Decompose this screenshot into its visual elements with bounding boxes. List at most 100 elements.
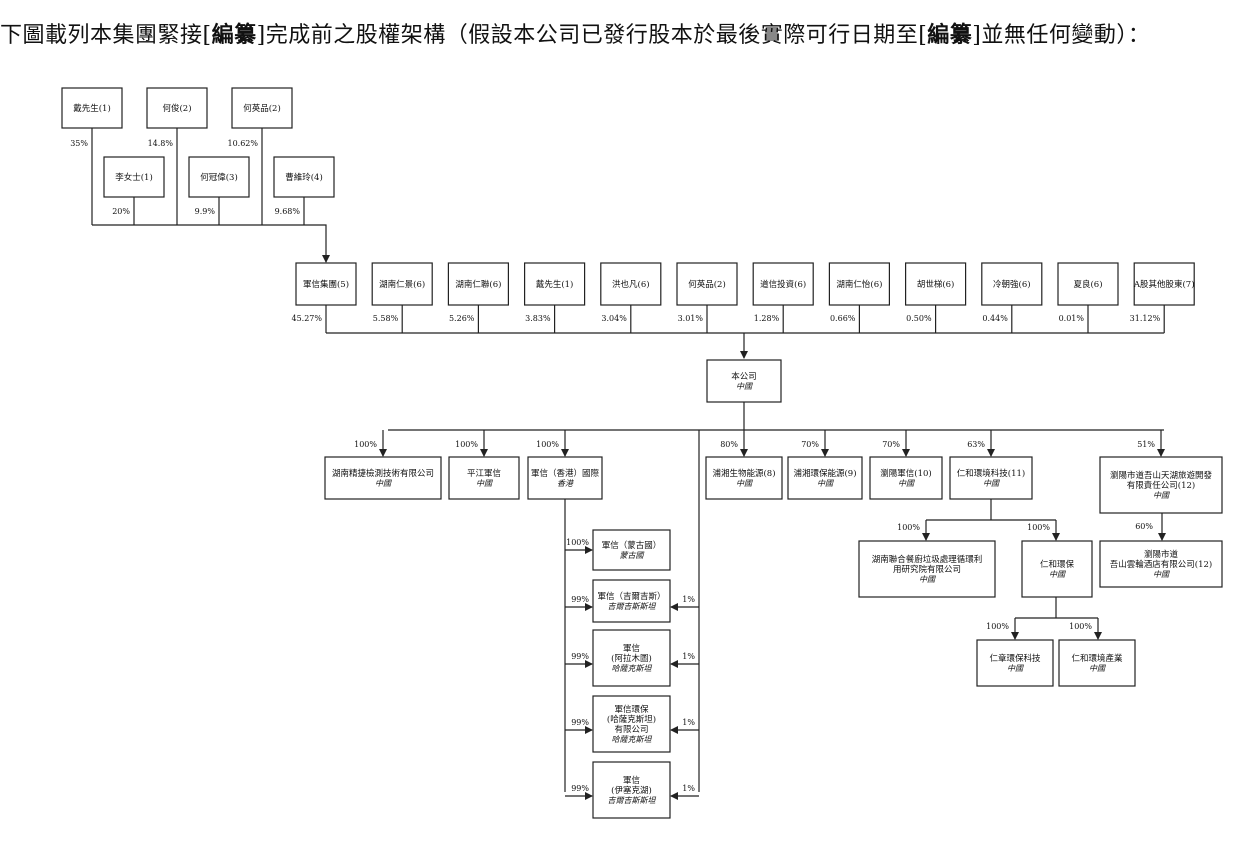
top-holder-4-text-0: 何冠偉(3) xyxy=(200,172,238,183)
hk-sub-pct-right-2: 1% xyxy=(682,652,695,661)
subsidiary-3-text-0: 浦湘生物能源(8) xyxy=(712,468,775,479)
subsidiary-pct-4: 70% xyxy=(801,440,819,449)
shareholder-pct-6: 1.28% xyxy=(754,314,780,323)
hk-sub-3-text-0: 軍信環保 xyxy=(614,704,649,715)
subsidiary-1-text-0: 平江軍信 xyxy=(467,468,502,479)
shareholder-5-text-0: 何英品(2) xyxy=(688,279,726,290)
hk-sub-0-text-1: 蒙古國 xyxy=(620,551,645,560)
hk-sub-1: 軍信（吉爾吉斯）吉爾吉斯斯坦 xyxy=(592,579,671,623)
shareholder-11-text-0: A股其他股東(7) xyxy=(1133,279,1195,290)
subsidiary-3: 浦湘生物能源(8)中國 xyxy=(705,456,783,500)
shareholder-10: 夏良(6) xyxy=(1057,262,1119,306)
subsidiary-7-text-0: 瀏陽市道吾山天湖旅遊開發 xyxy=(1110,470,1213,481)
hk-sub-3-text-2: 有限公司 xyxy=(614,724,648,735)
shareholder-pct-11: 31.12% xyxy=(1130,314,1161,323)
hk-sub-1-text-0: 軍信（吉爾吉斯） xyxy=(597,591,665,602)
hk-sub-pct-4: 99% xyxy=(571,784,589,793)
renhe-sub-1-text-0: 仁和環保 xyxy=(1040,559,1075,570)
subsidiary-0-text-0: 湖南精捷檢測技術有限公司 xyxy=(332,468,434,479)
subsidiary-7-text-1: 有限責任公司(12) xyxy=(1127,480,1195,491)
shareholder-4: 洪也凡(6) xyxy=(600,262,662,306)
tianhu-sub-text-2: 中國 xyxy=(1153,570,1170,579)
shareholder-10-text-0: 夏良(6) xyxy=(1073,279,1102,290)
top-holder-pct-1: 14.8% xyxy=(148,139,174,148)
top-holder-pct-4: 9.9% xyxy=(195,207,216,216)
shareholder-pct-9: 0.44% xyxy=(982,314,1008,323)
shareholder-pct-2: 5.26% xyxy=(449,314,475,323)
tianhu-sub-pct: 60% xyxy=(1135,522,1153,531)
hk-sub-pct-0: 100% xyxy=(566,538,589,547)
shareholder-7-text-0: 湖南仁怡(6) xyxy=(836,279,882,290)
shareholder-9: 冷朝強(6) xyxy=(981,262,1043,306)
subsidiary-6-text-0: 仁和環境科技(11) xyxy=(957,468,1025,479)
hk-sub-4: 軍信(伊塞克湖)吉爾吉斯斯坦 xyxy=(592,761,671,819)
hk-sub-4-text-2: 吉爾吉斯斯坦 xyxy=(608,796,657,805)
shareholder-pct-10: 0.01% xyxy=(1059,314,1085,323)
top-holder-2: 何英品(2) xyxy=(231,87,293,129)
shareholder-0: 軍信集團(5) xyxy=(295,262,357,306)
tianhu-sub-text-0: 瀏陽市道 xyxy=(1144,549,1179,560)
shareholder-pct-7: 0.66% xyxy=(830,314,856,323)
hk-sub-2-text-1: (阿拉木圖) xyxy=(611,653,652,664)
subsidiary-1-text-1: 中國 xyxy=(476,479,493,488)
renhe-env-sub-pct-1: 100% xyxy=(1069,622,1092,631)
hk-sub-0-text-0: 軍信（蒙古國） xyxy=(602,540,662,551)
renhe-sub-pct-1: 100% xyxy=(1027,523,1050,532)
renhe-env-sub-1-text-1: 中國 xyxy=(1089,664,1106,673)
shareholder-2-text-0: 湖南仁聯(6) xyxy=(455,279,501,290)
subsidiary-4-text-1: 中國 xyxy=(817,479,834,488)
hk-sub-4-text-1: (伊塞克湖) xyxy=(611,785,652,796)
subsidiary-pct-3: 80% xyxy=(720,440,738,449)
subsidiary-4-text-0: 浦湘環保能源(9) xyxy=(793,468,856,479)
subsidiary-5: 瀏陽軍信(10)中國 xyxy=(869,456,943,500)
hk-sub-pct-2: 99% xyxy=(571,652,589,661)
heading-redacted-2: 編纂 xyxy=(927,22,973,48)
top-holder-4: 何冠偉(3) xyxy=(188,156,250,198)
hk-sub-3-text-3: 哈薩克斯坦 xyxy=(612,735,653,744)
top-holder-pct-2: 10.62% xyxy=(227,139,258,148)
top-holder-0: 戴先生(1) xyxy=(61,87,123,129)
top-holder-pct-3: 20% xyxy=(112,207,130,216)
hk-sub-1-text-1: 吉爾吉斯斯坦 xyxy=(608,602,657,611)
hk-sub-pct-right-1: 1% xyxy=(682,595,695,604)
hk-sub-0: 軍信（蒙古國）蒙古國 xyxy=(592,529,671,571)
shareholder-pct-4: 3.04% xyxy=(601,314,627,323)
shareholder-6: 道信投資(6) xyxy=(752,262,814,306)
renhe-sub-0-text-2: 中國 xyxy=(919,575,936,584)
top-holder-1-text-0: 何俊(2) xyxy=(162,103,191,114)
hk-sub-pct-right-4: 1% xyxy=(682,784,695,793)
renhe-env-sub-0-text-1: 中國 xyxy=(1007,664,1024,673)
top-holder-2-text-0: 何英品(2) xyxy=(243,103,281,114)
shareholder-3-text-0: 戴先生(1) xyxy=(536,279,574,290)
shareholder-1: 湖南仁景(6) xyxy=(371,262,433,306)
shareholder-pct-1: 5.58% xyxy=(373,314,399,323)
renhe-sub-pct-0: 100% xyxy=(897,523,920,532)
hk-sub-2-text-2: 哈薩克斯坦 xyxy=(612,664,653,673)
hk-sub-pct-3: 99% xyxy=(571,718,589,727)
shareholder-11: A股其他股東(7) xyxy=(1133,262,1195,306)
shareholder-8: 胡世梯(6) xyxy=(904,262,967,306)
shareholder-7: 湖南仁怡(6) xyxy=(828,262,891,306)
heading-part1: 下圖載列本集團緊接[ xyxy=(0,23,212,48)
shareholder-pct-3: 3.83% xyxy=(525,314,551,323)
top-holder-0-text-0: 戴先生(1) xyxy=(73,103,111,114)
top-holder-3: 李女士(1) xyxy=(103,156,165,198)
subsidiary-pct-1: 100% xyxy=(455,440,478,449)
subsidiary-4: 浦湘環保能源(9)中國 xyxy=(787,456,863,500)
shareholder-9-text-0: 冷朝強(6) xyxy=(993,279,1031,290)
shareholder-3: 戴先生(1) xyxy=(523,262,586,306)
shareholder-6-text-0: 道信投資(6) xyxy=(760,279,806,290)
shareholder-5: 何英品(2) xyxy=(676,262,738,306)
shareholder-pct-5: 3.01% xyxy=(678,314,704,323)
top-holder-5-text-0: 曹維玲(4) xyxy=(285,172,323,183)
subsidiary-2-text-0: 軍信（香港）國際 xyxy=(531,468,600,479)
shareholder-8-text-0: 胡世梯(6) xyxy=(917,279,955,290)
